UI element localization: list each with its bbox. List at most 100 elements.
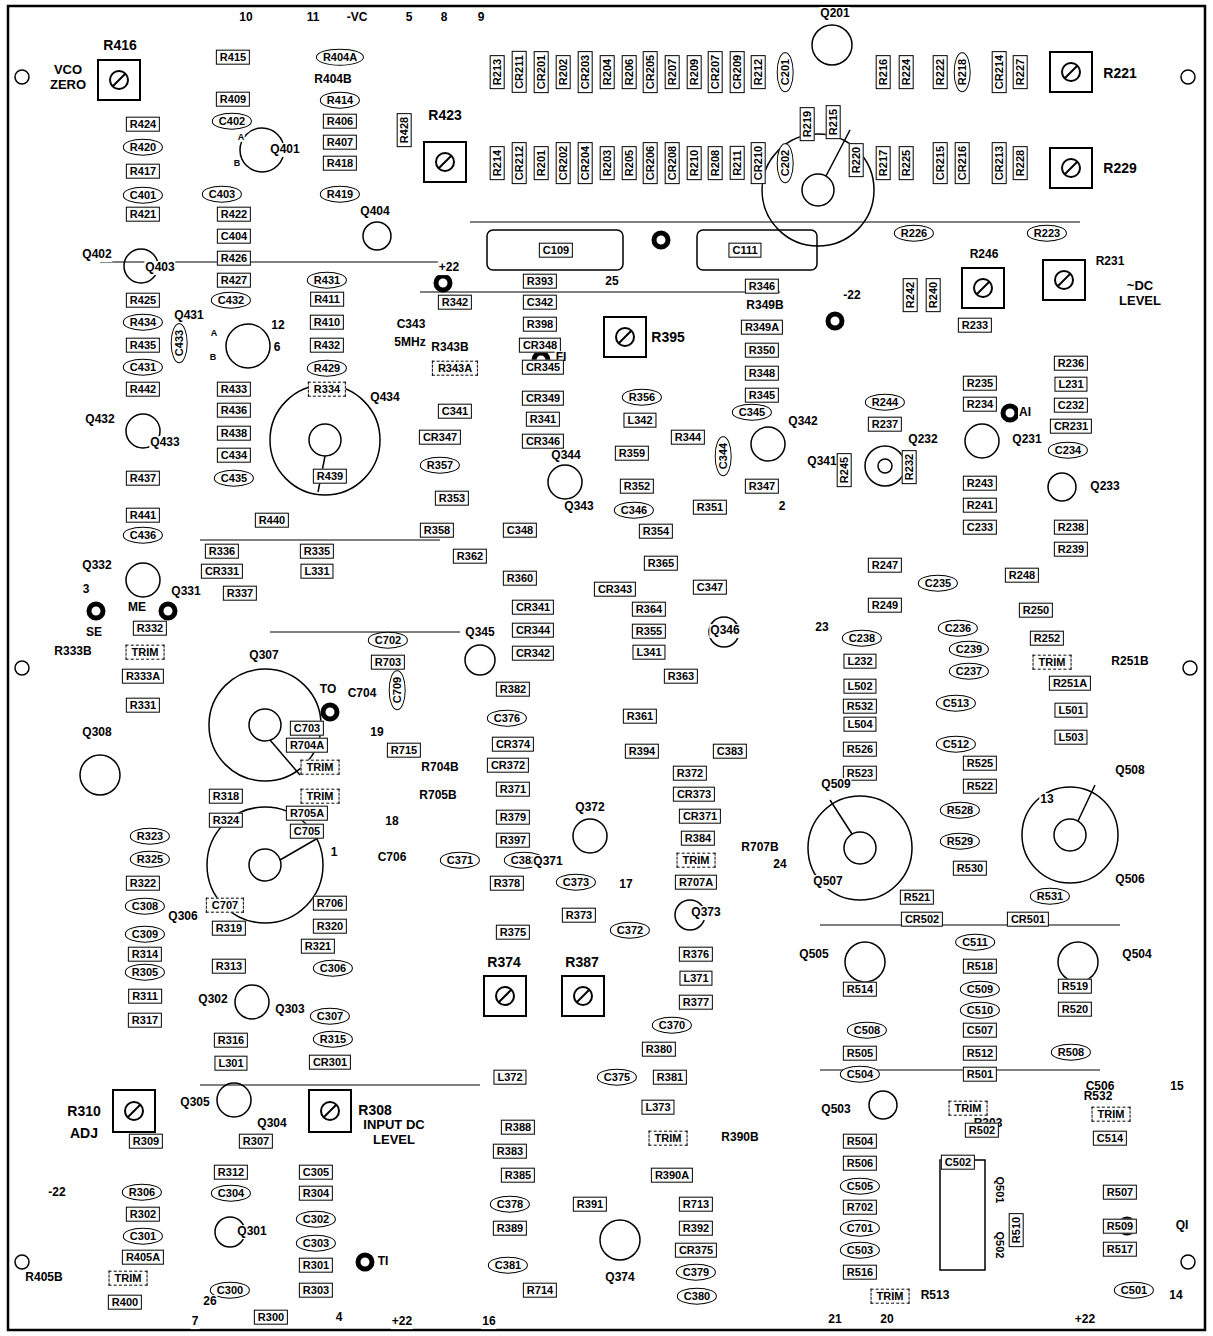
resistor-symbol: R505 bbox=[843, 1046, 877, 1061]
resistor-symbol: C703 bbox=[290, 721, 324, 736]
resistor-symbol: R313 bbox=[212, 959, 246, 974]
part-label: R405B bbox=[24, 1271, 63, 1285]
capacitor-symbol: C309 bbox=[125, 926, 165, 943]
resistor-symbol: R381 bbox=[653, 1070, 687, 1085]
part-label: 6 bbox=[273, 341, 282, 355]
part-label: 7 bbox=[191, 1315, 200, 1329]
resistor-symbol: R509 bbox=[1103, 1219, 1137, 1234]
resistor-symbol: R411 bbox=[310, 292, 344, 307]
trim-symbol: TRIM bbox=[1092, 1107, 1131, 1122]
resistor-symbol: R314 bbox=[128, 947, 162, 962]
resistor-symbol: R352 bbox=[620, 479, 654, 494]
resistor-symbol: R502 bbox=[965, 1123, 999, 1138]
part-label: Q303 bbox=[274, 1003, 305, 1017]
capacitor-symbol: R420 bbox=[123, 139, 163, 156]
resistor-symbol: R307 bbox=[239, 1134, 273, 1149]
resistor-symbol: R713 bbox=[679, 1197, 713, 1212]
capacitor-symbol: C403 bbox=[202, 186, 242, 203]
resistor-symbol: R237 bbox=[868, 417, 902, 432]
resistor-symbol: L373 bbox=[641, 1100, 674, 1115]
part-label: R705B bbox=[418, 789, 457, 803]
resistor-symbol: R222 bbox=[933, 55, 948, 89]
resistor-symbol: R440 bbox=[255, 513, 289, 528]
resistor-symbol: R517 bbox=[1103, 1242, 1137, 1257]
resistor-symbol: R335 bbox=[300, 544, 334, 559]
resistor-symbol: R311 bbox=[128, 989, 162, 1004]
resistor-symbol: R428 bbox=[397, 113, 412, 147]
resistor-symbol: L341 bbox=[632, 645, 665, 660]
resistor-symbol: R227 bbox=[1013, 55, 1028, 89]
resistor-symbol: R442 bbox=[126, 382, 160, 397]
part-label: R308 bbox=[357, 1102, 392, 1118]
capacitor-symbol: C370 bbox=[652, 1017, 692, 1034]
resistor-symbol: R439 bbox=[313, 469, 347, 484]
resistor-symbol: R347 bbox=[745, 479, 779, 494]
resistor-symbol: CR201 bbox=[534, 51, 549, 93]
resistor-symbol: C383 bbox=[713, 744, 747, 759]
resistor-symbol: R378 bbox=[490, 876, 524, 891]
resistor-symbol: R522 bbox=[963, 779, 997, 794]
resistor-symbol: CR231 bbox=[1050, 419, 1092, 434]
resistor-symbol: C233 bbox=[963, 520, 997, 535]
trace-lines bbox=[100, 222, 1120, 1085]
resistor-symbol: R250 bbox=[1019, 603, 1053, 618]
resistor-symbol: R348 bbox=[745, 366, 779, 381]
resistor-symbol: CR206 bbox=[643, 142, 658, 184]
part-label: Q505 bbox=[798, 948, 829, 962]
resistor-symbol: R206 bbox=[622, 55, 637, 89]
resistor-symbol: R319 bbox=[212, 921, 246, 936]
resistor-symbol: R714 bbox=[523, 1283, 557, 1298]
resistor-symbol: R228 bbox=[1013, 146, 1028, 180]
resistor-symbol: R337 bbox=[223, 586, 257, 601]
resistor-symbol: R320 bbox=[313, 919, 347, 934]
resistor-symbol: R393 bbox=[523, 274, 557, 289]
part-label: R513 bbox=[920, 1289, 951, 1303]
part-label: Q509 bbox=[820, 778, 851, 792]
resistor-symbol: CR342 bbox=[512, 646, 554, 661]
mounting-holes bbox=[15, 70, 1197, 1269]
part-label: Q432 bbox=[84, 413, 115, 427]
capacitor-symbol: C239 bbox=[949, 641, 989, 658]
resistor-symbol: L502 bbox=[843, 679, 876, 694]
part-label: TI bbox=[377, 1255, 390, 1269]
resistor-symbol: R333A bbox=[122, 669, 164, 684]
part-label: +22 bbox=[391, 1315, 413, 1329]
capacitor-symbol: C702 bbox=[368, 632, 408, 649]
resistor-symbol: R242 bbox=[903, 278, 918, 312]
resistor-symbol: CR345 bbox=[522, 360, 564, 375]
resistor-symbol: L301 bbox=[214, 1056, 247, 1071]
resistor-symbol: R532 bbox=[843, 699, 877, 714]
resistor-symbol: CR501 bbox=[1007, 912, 1049, 927]
part-label: Q433 bbox=[149, 436, 180, 450]
resistor-symbol: CR215 bbox=[933, 142, 948, 184]
capacitor-symbol: C234 bbox=[1048, 442, 1088, 459]
resistor-symbol: R251A bbox=[1049, 676, 1091, 691]
capacitor-symbol: C432 bbox=[211, 292, 251, 309]
part-label: 12 bbox=[270, 319, 285, 333]
resistor-symbol: R510 bbox=[1009, 1213, 1024, 1247]
capacitor-symbol: C372 bbox=[610, 922, 650, 939]
resistor-symbol: CR374 bbox=[492, 737, 534, 752]
trim-symbol: R343A bbox=[432, 361, 478, 376]
part-label: R387 bbox=[564, 954, 599, 970]
part-label: Q332 bbox=[81, 559, 112, 573]
part-label: 3 bbox=[82, 583, 91, 597]
part-label: R333B bbox=[53, 645, 92, 659]
pin-label: B bbox=[234, 158, 241, 168]
part-label: Q503 bbox=[820, 1103, 851, 1117]
resistor-symbol: R371 bbox=[496, 782, 530, 797]
capacitor-symbol: R315 bbox=[313, 1031, 353, 1048]
part-label: Q402 bbox=[81, 248, 112, 262]
control-label: ~DC LEVEL bbox=[1112, 279, 1168, 309]
resistor-symbol: R379 bbox=[496, 810, 530, 825]
resistor-symbol: R234 bbox=[963, 397, 997, 412]
resistor-symbol: R345 bbox=[745, 388, 779, 403]
part-label: Q372 bbox=[574, 801, 605, 815]
resistor-symbol: R205 bbox=[622, 146, 637, 180]
resistor-symbol: R342 bbox=[438, 295, 472, 310]
resistor-symbol: R354 bbox=[639, 524, 673, 539]
capacitor-symbol: C306 bbox=[313, 960, 353, 977]
resistor-symbol: L372 bbox=[493, 1070, 526, 1085]
resistor-symbol: R407 bbox=[323, 135, 357, 150]
